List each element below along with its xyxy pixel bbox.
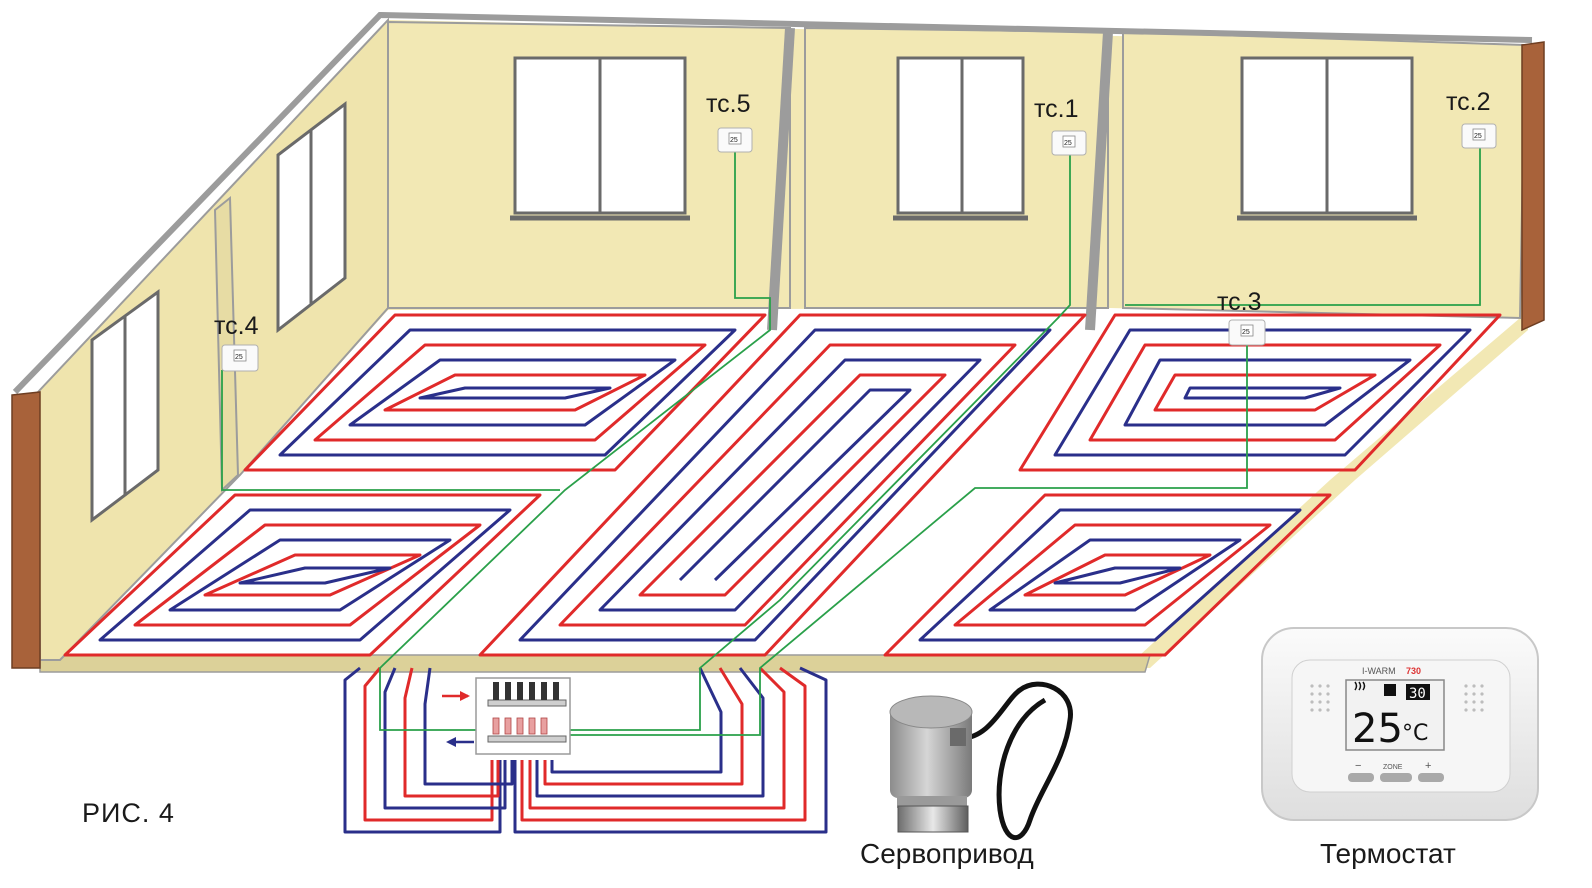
mini-thermostat-tc1: 25 [1051,130,1087,156]
brick-end-right [1521,41,1545,332]
return-arrow-icon [446,737,456,747]
label-tc3: тс.3 [1217,288,1262,316]
plus-button[interactable] [1418,773,1444,782]
wire-tc5 [379,150,771,731]
mini-thermostat-tc2: 25 [1461,123,1497,149]
heat-wave-icon [1354,681,1366,691]
pipe-loop-zone-1 [478,313,1087,657]
servo-actuator [889,681,1073,841]
window-back-middle [893,56,1028,221]
svg-text:25: 25 [1064,140,1072,147]
left-partition-wall [213,195,240,493]
signal-wires [221,148,1481,736]
zone-label: ZONE [1383,764,1403,771]
svg-text:25: 25 [1242,329,1250,336]
label-tc2: тс.2 [1446,88,1491,116]
minus-label: − [1355,760,1361,772]
wire-tc3 [560,345,1248,736]
pipe-loop-zone-3 [883,493,1332,657]
mini-thermostat-tc3: 25 [1228,319,1266,346]
label-tc4: тс.4 [214,312,259,340]
figure-label: РИС. 4 [82,798,175,828]
window-back-right [1237,56,1417,221]
wall-top-edge [12,11,1533,395]
manifold [442,677,571,755]
mini-thermostat-tc5: 25 [717,127,753,153]
pipe-loop-zone-4 [63,493,542,657]
feed-pipes [343,666,828,834]
thermostat-device: I-WARM 730 30 25 °C − ZONE + [1261,627,1539,821]
window-side-upper [276,100,347,334]
svg-text:25: 25 [730,137,738,144]
heating-loops [63,313,1502,657]
pipe-loop-zone-2 [1018,313,1502,472]
wall-thermostats: 25 25 25 25 25 [221,123,1497,372]
svg-text:25: 25 [235,354,243,361]
supply-arrow-icon [460,691,470,701]
thermostat-unit: °C [1402,721,1428,746]
window-side-lower [90,289,160,524]
zone-button[interactable] [1380,773,1412,782]
servo-nut [897,805,969,833]
svg-text:25: 25 [1474,133,1482,140]
brick-end-left [11,391,41,669]
label-tc1: тс.1 [1034,95,1079,123]
window-back-left [510,56,690,221]
thermostat-caption: Термостат [1320,838,1456,869]
partition-top-1 [767,27,795,331]
mini-thermostat-tc4: 25 [221,344,259,372]
servo-cable [959,681,1073,841]
thermostat-model: 730 [1406,666,1421,676]
label-tc5: тс.5 [706,90,751,118]
wire-tc4 [221,370,560,491]
servo-caption: Сервопривод [860,838,1034,869]
thermostat-temperature: 25 [1352,706,1403,752]
timer-icon [1384,684,1396,696]
partition-top-2 [1085,31,1113,331]
wire-tc2 [1125,148,1481,306]
pipe-loop-zone-5 [243,313,767,472]
thermostat-setpoint: 30 [1409,686,1426,702]
windows [90,56,1417,524]
plus-label: + [1425,760,1431,772]
minus-button[interactable] [1348,773,1374,782]
wire-tc1 [560,152,1071,731]
floor-front-edge [39,654,1152,673]
thermostat-brand: I-WARM [1362,666,1396,676]
